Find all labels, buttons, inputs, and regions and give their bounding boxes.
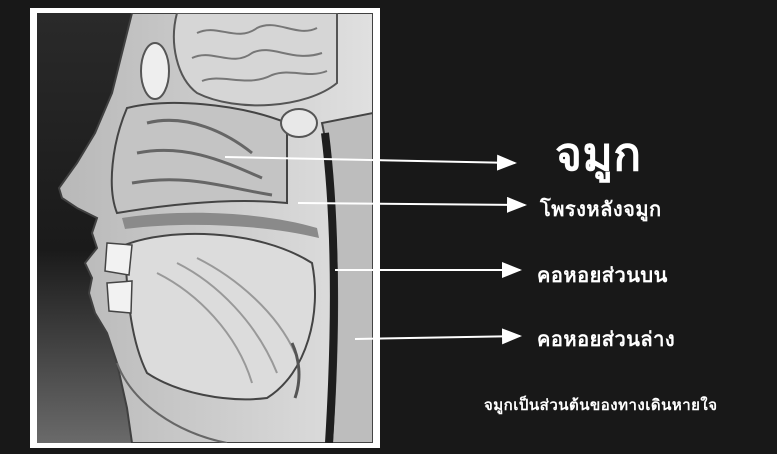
head-cross-section-illustration	[37, 13, 373, 443]
label-hypopharynx: คอหอยส่วนล่าง	[537, 323, 675, 355]
label-nose: จมูก	[555, 118, 642, 191]
caption-text: จมูกเป็นส่วนต้นของทางเดินหายใจ	[484, 393, 718, 417]
label-nasopharynx: โพรงหลังจมูก	[540, 193, 662, 225]
label-oropharynx: คอหอยส่วนบน	[537, 259, 668, 291]
